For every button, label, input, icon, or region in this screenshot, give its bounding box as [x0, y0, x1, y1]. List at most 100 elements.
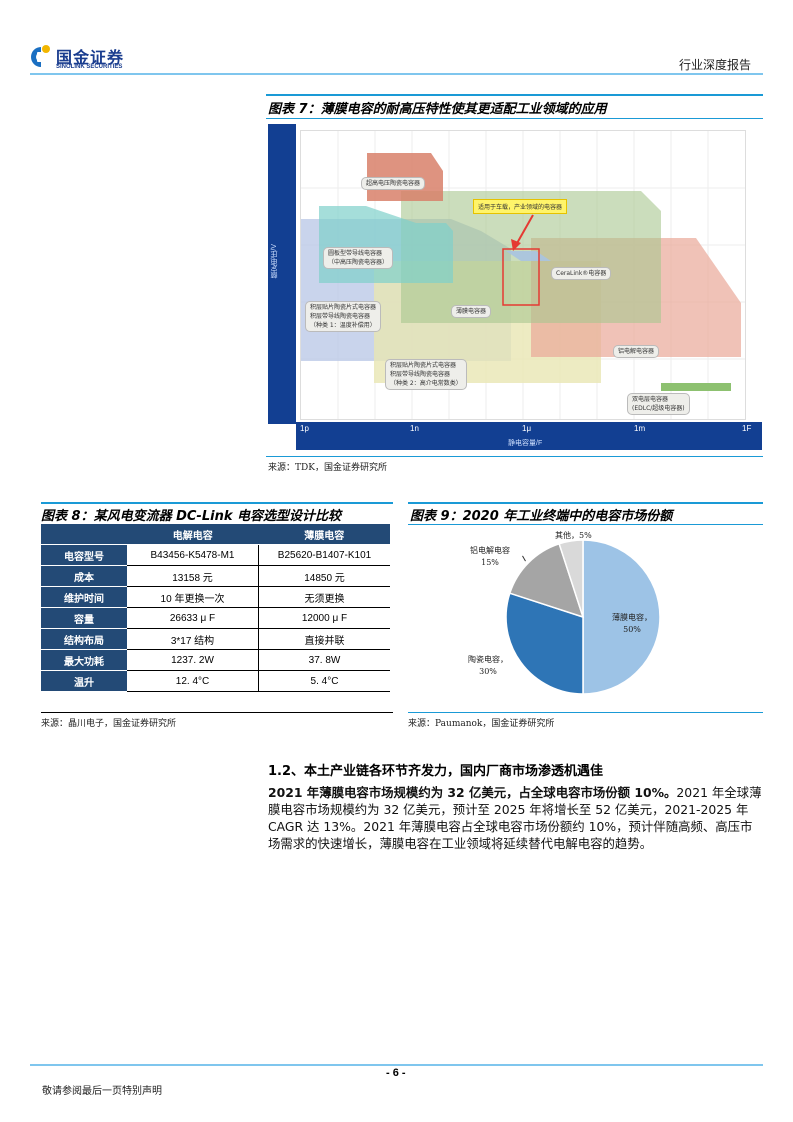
y-axis-band — [268, 124, 296, 424]
row-header: 最大功耗 — [41, 649, 127, 671]
row-header: 维护时间 — [41, 586, 127, 608]
market-share-pie-chart — [505, 539, 661, 695]
label-line: 陶瓷电容， — [468, 655, 508, 664]
figure8-title-prefix: 图表 8： — [41, 509, 94, 524]
label-line: 积层带导线陶瓷电容器 — [310, 313, 371, 320]
figure7-bottom-rule — [266, 456, 763, 457]
label-edlc: 双电层电容器 (EDLC/超级电容器) — [627, 393, 690, 415]
table-row: 电容型号 B43456-K5478-M1 B25620-B1407-K101 — [41, 544, 390, 566]
pie-label-ceramic: 陶瓷电容， 30% — [468, 654, 508, 678]
figure9-source: 来源：Paumanok，国金证券研究所 — [408, 719, 555, 729]
callout-automotive-industrial: 适用于车载，产业领域的电容器 — [473, 199, 568, 214]
label-line: （种类 1：温度补偿用） — [310, 322, 376, 329]
row-header: 结构布局 — [41, 628, 127, 650]
x-tick: 1F — [742, 424, 752, 433]
label-ceralink: CeraLink®电容器 — [551, 267, 612, 280]
label-al-electrolytic: 铝电解电容器 — [613, 345, 660, 358]
table-header-cell: 薄膜电容 — [258, 524, 390, 545]
page-number: - 6 - — [386, 1067, 406, 1079]
label-film-capacitor: 薄膜电容器 — [451, 305, 492, 318]
figure9-title: 图表 9：2020 年工业终端中的电容市场份额 — [410, 505, 672, 524]
label-line: (EDLC/超级电容器) — [632, 405, 685, 412]
row-header: 电容型号 — [41, 544, 127, 566]
table-cell: 13158 元 — [127, 565, 259, 587]
table-header-cell — [41, 524, 127, 545]
figure8-title: 图表 8：某风电变流器 DC-Link 电容选型设计比较 — [41, 505, 341, 524]
section-heading: 1.2、本土产业链各环节齐发力，国内厂商市场渗透机遇佳 — [268, 764, 604, 779]
label-line: 30% — [479, 667, 497, 676]
label-line: （中高压陶瓷电容器） — [328, 259, 389, 266]
table-cell: 14850 元 — [258, 565, 390, 587]
figure7-title-rule — [266, 118, 763, 119]
x-tick: 1m — [634, 424, 646, 433]
label-line: 15% — [481, 558, 499, 567]
table-cell: 5. 4°C — [258, 670, 390, 692]
figure8-top-rule — [41, 502, 393, 504]
x-tick: 1n — [410, 424, 419, 433]
label-line: 圆板型带导线电容器 — [328, 250, 383, 257]
label-line: 薄膜电容， — [612, 613, 652, 622]
pie-label-film: 薄膜电容， 50% — [612, 612, 652, 636]
label-line: 双电层电容器 — [632, 396, 669, 403]
table-row: 容量 26633 μ F 12000 μ F — [41, 607, 390, 629]
label-ultra-hv-ceramic: 超高电压陶瓷电容器 — [361, 177, 426, 190]
table-cell: 26633 μ F — [127, 607, 259, 629]
brand-name-cn: 国金证券 — [56, 48, 125, 67]
table-row: 成本 13158 元 14850 元 — [41, 565, 390, 587]
row-header: 成本 — [41, 565, 127, 587]
label-line: 铝电解电容 — [470, 546, 510, 555]
brand-logo-icon — [30, 44, 52, 70]
pie-label-aluminum: 铝电解电容 15% — [470, 545, 510, 569]
table-cell: 3*17 结构 — [127, 628, 259, 650]
report-type: 行业深度报告 — [678, 58, 751, 72]
table-cell: B25620-B1407-K101 — [258, 544, 390, 566]
figure9-bottom-rule — [408, 712, 763, 713]
figure8-bottom-rule — [41, 712, 393, 713]
pie-label-other: 其他，5% — [555, 531, 592, 540]
y-tick: 1k — [751, 240, 760, 249]
figure7-source: 来源：TDK，国金证券研究所 — [268, 463, 387, 473]
footer-divider — [30, 1064, 763, 1066]
figure8-source: 来源：晶川电子，国金证券研究所 — [41, 719, 177, 729]
table-cell: B43456-K5478-M1 — [127, 544, 259, 566]
chart-plot-area: 超高电压陶瓷电容器 适用于车载，产业领域的电容器 圆板型带导线电容器 （中高压陶… — [300, 130, 746, 420]
label-line: 积层带导线陶瓷电容器 — [390, 371, 451, 378]
table-cell: 37. 8W — [258, 649, 390, 671]
paragraph-body: 2021 年全球薄膜电容市场规模约为 32 亿美元，预计至 2025 年将增长至… — [268, 785, 762, 851]
section-paragraph: 2021 年薄膜电容市场规模约为 32 亿美元，占全球电容市场份额 10%。20… — [268, 784, 763, 852]
label-line: （种类 2：高介电常数类） — [390, 380, 462, 387]
figure9-title-text: 2020 年工业终端中的电容市场份额 — [462, 509, 673, 524]
y-tick: 10 — [751, 354, 760, 363]
figure7-top-rule — [266, 94, 763, 96]
y-tick: 100 — [746, 297, 760, 306]
table-row: 结构布局 3*17 结构 直接并联 — [41, 628, 390, 650]
table-cell: 12. 4°C — [127, 670, 259, 692]
table-row: 维护时间 10 年更换一次 无须更换 — [41, 586, 390, 608]
figure7-title: 图表 7：薄膜电容的耐高压特性使其更适配工业领域的应用 — [268, 98, 607, 117]
table-row: 温升 12. 4°C 5. 4°C — [41, 670, 390, 692]
capacitor-range-chart: 100k 10k 1k 100 10 1 额定电压/V — [268, 124, 762, 452]
label-disc-leaded: 圆板型带导线电容器 （中高压陶瓷电容器） — [323, 247, 394, 269]
label-line: 积层贴片陶瓷片式电容器 — [390, 362, 457, 369]
dc-link-comparison-table: 电解电容 薄膜电容 电容型号 B43456-K5478-M1 B25620-B1… — [41, 524, 390, 692]
table-cell: 10 年更换一次 — [127, 586, 259, 608]
figure7-title-prefix: 图表 7： — [268, 102, 321, 117]
label-line: 50% — [623, 625, 641, 634]
table-header-cell: 电解电容 — [127, 524, 259, 545]
label-mlcc-type2: 积层贴片陶瓷片式电容器 积层带导线陶瓷电容器 （种类 2：高介电常数类） — [385, 359, 467, 390]
y-axis-label: 额定电压/V — [271, 244, 278, 279]
x-axis-label: 静电容量/F — [508, 440, 543, 447]
table-cell: 12000 μ F — [258, 607, 390, 629]
footer-disclaimer: 敬请参阅最后一页特别声明 — [42, 1086, 162, 1097]
label-line: 积层贴片陶瓷片式电容器 — [310, 304, 377, 311]
brand-name-en: SINOLINK SECURITIES — [56, 64, 123, 70]
row-header: 容量 — [41, 607, 127, 629]
figure9-title-prefix: 图表 9： — [410, 509, 463, 524]
header-divider — [30, 73, 763, 75]
paragraph-lead: 2021 年薄膜电容市场规模约为 32 亿美元，占全球电容市场份额 10%。 — [268, 785, 677, 800]
y-tick: 10k — [747, 183, 760, 192]
table-row: 最大功耗 1237. 2W 37. 8W — [41, 649, 390, 671]
table-cell: 直接并联 — [258, 628, 390, 650]
y-tick: 100k — [742, 126, 760, 135]
table-cell: 1237. 2W — [127, 649, 259, 671]
